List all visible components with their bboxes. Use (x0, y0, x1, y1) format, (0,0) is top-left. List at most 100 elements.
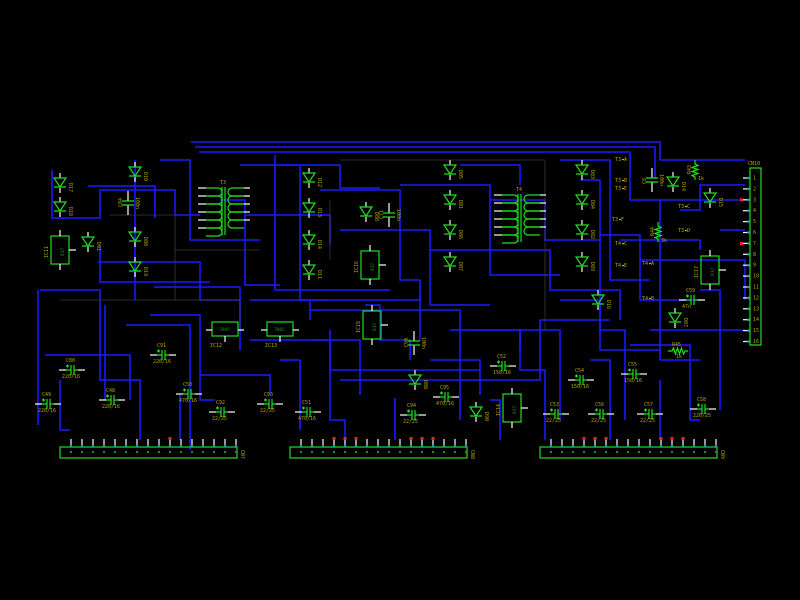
ic-body (362, 310, 382, 340)
marker (604, 437, 608, 440)
connector-cn9[interactable]: CN9 (539, 437, 725, 459)
pin-mark (300, 451, 302, 453)
diode-d88[interactable]: D88 (407, 370, 428, 390)
diode-d84[interactable]: D84 (574, 190, 595, 210)
wire (340, 229, 490, 306)
junction (619, 218, 621, 221)
diode-d88[interactable]: D88 (358, 202, 379, 222)
pad (431, 444, 435, 448)
label: C94 (407, 403, 416, 409)
winding (206, 195, 223, 205)
diode-d13[interactable]: D13 (301, 198, 322, 218)
diode-d90[interactable]: D90 (468, 402, 489, 422)
diode-d10[interactable]: D10 (127, 162, 148, 182)
pad (201, 444, 205, 448)
resistor-symbol (690, 160, 700, 180)
marker (681, 437, 685, 440)
diode-d87[interactable]: D87 (667, 308, 688, 328)
diode-d17[interactable]: D17 (52, 173, 73, 193)
diode-d89[interactable]: D89 (574, 252, 595, 272)
pin-mark (213, 451, 215, 453)
diode-d14[interactable]: D14 (665, 172, 686, 192)
diode-d87[interactable]: D87 (442, 252, 463, 272)
pin-mark (715, 451, 717, 453)
pin-mark (92, 451, 94, 453)
diode-d80[interactable]: D80 (127, 227, 148, 247)
diode-d16[interactable]: D16 (590, 290, 611, 310)
capacitor-symbol (644, 408, 656, 419)
diode-d82[interactable]: D82 (574, 220, 595, 240)
pin-mark (136, 451, 138, 453)
diode-d18[interactable]: D18 (52, 197, 73, 217)
pin-mark (649, 451, 651, 453)
winding (502, 226, 519, 236)
diode-d83[interactable]: D83 (574, 160, 595, 180)
pin-mark (377, 451, 379, 453)
label: 220/16 (102, 404, 120, 410)
diode-d19[interactable]: D19 (127, 257, 148, 277)
pin-mark (660, 451, 662, 453)
diode-d91[interactable]: D91 (80, 232, 101, 252)
marker (431, 437, 435, 440)
connector-cn7[interactable]: CN7 (59, 437, 245, 459)
label: IC13 (265, 343, 277, 349)
pad (549, 444, 553, 448)
connector-cn8[interactable]: CN8 (289, 437, 475, 459)
diode-d12[interactable]: D12 (301, 168, 322, 188)
diode-d14[interactable]: D14 (301, 230, 322, 250)
pad (442, 444, 446, 448)
label: D17 (67, 183, 73, 192)
label: 220/16 (153, 359, 171, 365)
diode-d81[interactable]: D81 (442, 190, 463, 210)
wire (150, 314, 215, 401)
transformer-t3: T3 (198, 180, 250, 237)
label: R43 (687, 165, 693, 174)
pin-mark (594, 451, 596, 453)
diode-d11[interactable]: D11 (301, 260, 322, 280)
wire (580, 179, 660, 351)
diode-d15[interactable]: D15 (702, 188, 723, 208)
wire (560, 299, 626, 420)
wire (280, 359, 301, 430)
pad (69, 444, 73, 448)
marker (168, 437, 172, 440)
diode-symbol (574, 164, 590, 176)
diode-d86[interactable]: D86 (442, 220, 463, 240)
diode-d85[interactable]: D85 (442, 160, 463, 180)
wire (430, 359, 481, 395)
